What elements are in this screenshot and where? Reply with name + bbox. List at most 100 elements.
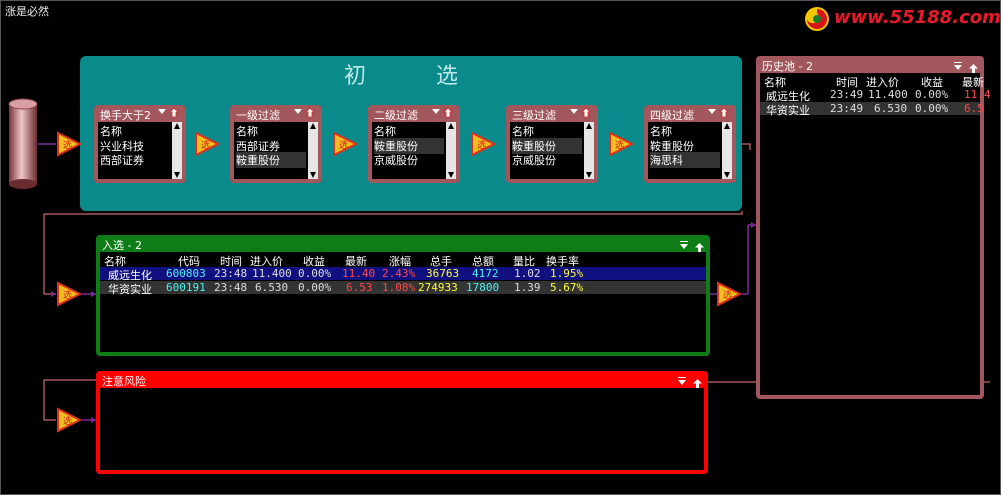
menu-dropdown-icon[interactable] xyxy=(677,377,686,385)
list-item[interactable]: 鞍重股份 xyxy=(512,138,582,154)
list-item[interactable]: 鞍重股份 xyxy=(650,140,694,153)
list-item[interactable]: 西部证券 xyxy=(236,140,280,153)
column-header[interactable]: 总额 xyxy=(472,255,494,268)
column-header-name: 名称 xyxy=(236,125,258,138)
select-node-icon[interactable]: 选 xyxy=(56,131,82,157)
filter-box-level4[interactable]: 四级过滤 名称 鞍重股份 海思科 xyxy=(644,105,736,183)
select-node-icon[interactable]: 选 xyxy=(332,131,358,157)
filter-box-turnover[interactable]: 换手大于2 名称 兴业科技 西部证券 xyxy=(94,105,186,183)
column-header[interactable]: 时间 xyxy=(220,255,242,268)
cell-name[interactable]: 华资实业 xyxy=(108,283,152,296)
list-item[interactable]: 京威股份 xyxy=(374,154,418,167)
history-pool-panel: 历史池 - 2 名称 时间 进入价 收益 最新 威远生化 23:49 11.40… xyxy=(756,56,991,399)
menu-dropdown-icon[interactable] xyxy=(679,241,688,249)
column-header[interactable]: 量比 xyxy=(513,255,535,268)
scrollbar[interactable] xyxy=(308,122,318,179)
cell-gain: 0.00% xyxy=(298,281,332,294)
cell-turnover: 1.95% xyxy=(550,267,584,280)
cell-ratio: 1.02 xyxy=(514,267,541,280)
column-header[interactable]: 名称 xyxy=(104,255,126,268)
filter-title: 三级过滤 xyxy=(512,109,556,122)
risk-warning-panel: 注意风险 xyxy=(96,371,708,474)
select-node-icon[interactable]: 选 xyxy=(56,281,82,307)
column-header-name: 名称 xyxy=(374,125,396,138)
list-item[interactable]: 兴业科技 xyxy=(100,140,144,153)
column-header[interactable]: 收益 xyxy=(303,255,325,268)
svg-text:选: 选 xyxy=(63,415,72,427)
list-item[interactable]: 鞍重股份 xyxy=(236,152,306,168)
scrollbar[interactable] xyxy=(722,122,732,179)
column-header[interactable]: 名称 xyxy=(764,76,786,89)
stage-title: 初选 xyxy=(343,64,528,89)
arrow-up-icon[interactable] xyxy=(969,63,978,73)
cell-entry: 6.530 xyxy=(874,102,908,115)
cell-amount: 4172 xyxy=(472,267,499,280)
cell-latest: 11.4 xyxy=(964,88,991,101)
column-header[interactable]: 最新 xyxy=(345,255,367,268)
svg-text:选: 选 xyxy=(723,289,732,301)
svg-text:选: 选 xyxy=(201,139,210,151)
cell-gain: 0.00% xyxy=(915,88,949,101)
table-row-highlight xyxy=(100,281,706,294)
column-header-name: 名称 xyxy=(512,125,534,138)
scrollbar[interactable] xyxy=(584,122,594,179)
cell-change: 1.08% xyxy=(382,281,416,294)
cell-entry: 11.400 xyxy=(252,267,292,280)
column-header[interactable]: 收益 xyxy=(921,76,943,89)
cell-ratio: 1.39 xyxy=(514,281,541,294)
list-item[interactable]: 海思科 xyxy=(650,152,720,168)
cell-change: 2.43% xyxy=(382,267,416,280)
select-node-icon[interactable]: 选 xyxy=(56,407,82,433)
cell-gain: 0.00% xyxy=(915,102,949,115)
column-header[interactable]: 时间 xyxy=(836,76,858,89)
column-header[interactable]: 涨幅 xyxy=(389,255,411,268)
filter-box-level2[interactable]: 二级过滤 名称 鞍重股份 京威股份 xyxy=(368,105,460,183)
column-header[interactable]: 进入价 xyxy=(866,76,899,89)
filter-title: 一级过滤 xyxy=(236,109,280,122)
scrollbar[interactable] xyxy=(172,122,182,179)
select-node-icon[interactable]: 选 xyxy=(470,131,496,157)
cell-name[interactable]: 威远生化 xyxy=(108,269,152,282)
column-header[interactable]: 总手 xyxy=(430,255,452,268)
filter-title: 四级过滤 xyxy=(650,109,694,122)
select-node-icon[interactable]: 选 xyxy=(194,131,220,157)
arrow-up-icon[interactable] xyxy=(695,242,704,252)
cell-latest: 11.40 xyxy=(342,267,376,280)
list-item[interactable]: 西部证券 xyxy=(100,154,144,167)
cell-entry: 6.530 xyxy=(255,281,289,294)
cell-latest: 6.53 xyxy=(346,281,373,294)
panel-title: 注意风险 xyxy=(102,375,146,388)
cell-time: 23:49 xyxy=(830,88,864,101)
cell-time: 23:48 xyxy=(214,267,248,280)
panel-title: 历史池 - 2 xyxy=(762,60,813,73)
window-title: 涨是必然 xyxy=(5,5,49,18)
logo-swirl-icon xyxy=(805,7,829,31)
column-header[interactable]: 进入价 xyxy=(250,255,283,268)
panel-header: 历史池 - 2 xyxy=(760,60,980,73)
filter-title: 二级过滤 xyxy=(374,109,418,122)
select-node-icon[interactable]: 选 xyxy=(608,131,634,157)
list-item[interactable]: 京威股份 xyxy=(512,154,556,167)
cell-volume: 274933 xyxy=(418,281,458,294)
cell-name[interactable]: 威远生化 xyxy=(766,90,810,103)
logo-text: www.55188.com xyxy=(834,7,1001,28)
select-node-icon[interactable]: 选 xyxy=(716,281,742,307)
menu-dropdown-icon[interactable] xyxy=(953,62,962,70)
column-header[interactable]: 代码 xyxy=(178,255,200,268)
table-row-highlight xyxy=(100,267,706,280)
column-header[interactable]: 最新 xyxy=(962,76,984,89)
column-header[interactable]: 换手率 xyxy=(546,255,579,268)
cell-code: 600191 xyxy=(166,281,206,294)
cell-turnover: 5.67% xyxy=(550,281,584,294)
cell-name[interactable]: 华资实业 xyxy=(766,104,810,117)
data-source-cylinder-icon[interactable] xyxy=(8,98,38,190)
list-item[interactable]: 鞍重股份 xyxy=(374,138,444,154)
scrollbar[interactable] xyxy=(446,122,456,179)
filter-box-level3[interactable]: 三级过滤 名称 鞍重股份 京威股份 xyxy=(506,105,598,183)
cell-entry: 11.400 xyxy=(868,88,908,101)
filter-box-level1[interactable]: 一级过滤 名称 西部证券 鞍重股份 xyxy=(230,105,322,183)
filter-title: 换手大于2 xyxy=(100,109,151,122)
svg-text:选: 选 xyxy=(339,139,348,151)
arrow-up-icon[interactable] xyxy=(693,378,702,388)
column-header-name: 名称 xyxy=(650,125,672,138)
